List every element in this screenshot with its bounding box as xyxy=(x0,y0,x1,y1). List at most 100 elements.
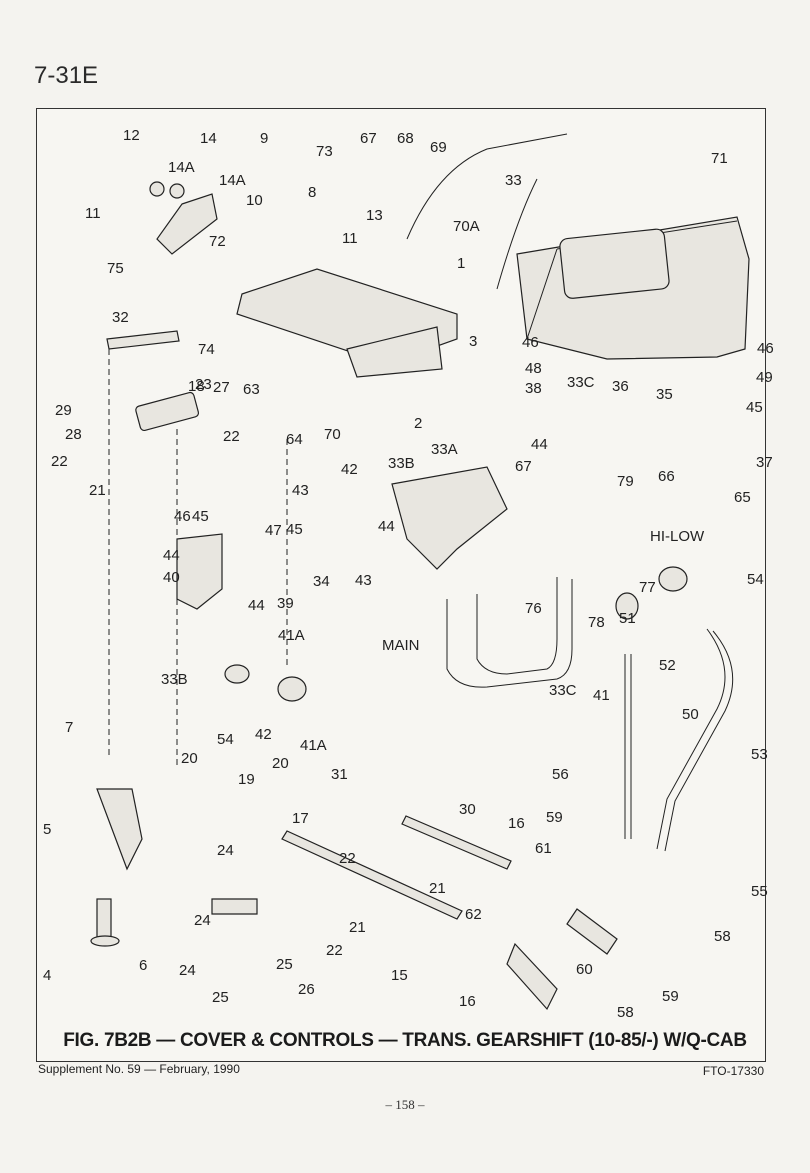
callout: 53 xyxy=(751,746,768,763)
callout: 15 xyxy=(391,967,408,984)
callout: 25 xyxy=(212,989,229,1006)
callout: 60 xyxy=(576,961,593,978)
callout: 1 xyxy=(457,255,465,272)
callout: 73 xyxy=(316,143,333,160)
callout: 68 xyxy=(397,130,414,147)
callout: 35 xyxy=(656,386,673,403)
callout: 14 xyxy=(200,130,217,147)
callout: 62 xyxy=(465,906,482,923)
page-id: 7-31E xyxy=(34,62,99,89)
callout: 33C xyxy=(549,682,577,699)
callout: 58 xyxy=(714,928,731,945)
callout-labels: 1 2 3 4 5 6 7 8 9 10 11 11 12 13 14 14A … xyxy=(43,127,774,1021)
callout: 11 xyxy=(85,205,101,222)
callout: 45 xyxy=(746,399,763,416)
callout: 28 xyxy=(65,426,82,443)
callout: 61 xyxy=(535,840,552,857)
callout: 6 xyxy=(139,957,147,974)
callout: 21 xyxy=(89,482,106,499)
callout: 70A xyxy=(453,218,480,235)
callout: 48 xyxy=(525,360,542,377)
callout: 24 xyxy=(194,912,211,929)
callout: 58 xyxy=(617,1004,634,1021)
callout: 44 xyxy=(378,518,395,535)
callout: MAIN xyxy=(382,637,420,654)
callout: 14A xyxy=(168,159,195,176)
callout: 24 xyxy=(217,842,234,859)
callout: 54 xyxy=(747,571,764,588)
callout: 76 xyxy=(525,600,542,617)
callout: 10 xyxy=(246,192,263,209)
exploded-parts-diagram: 1 2 3 4 5 6 7 8 9 10 11 11 12 13 14 14A … xyxy=(43,127,774,1021)
callout: 11 xyxy=(342,230,358,247)
callout: 69 xyxy=(430,139,447,156)
callout: 36 xyxy=(612,378,629,395)
callout: 59 xyxy=(546,809,563,826)
callout: 56 xyxy=(552,766,569,783)
callout: 41A xyxy=(300,737,327,754)
callout: 8 xyxy=(308,184,316,201)
diagram-frame: 1 2 3 4 5 6 7 8 9 10 11 11 12 13 14 14A … xyxy=(36,108,774,1062)
callout: 33B xyxy=(388,455,415,472)
callout: 22 xyxy=(326,942,343,959)
callout: 54 xyxy=(217,731,234,748)
callout: 16 xyxy=(459,993,476,1010)
page-number: – 158 – xyxy=(385,1097,425,1112)
callout: 24 xyxy=(179,962,196,979)
callout: 63 xyxy=(243,381,260,398)
callout: 44 xyxy=(163,547,180,564)
callout: 38 xyxy=(525,380,542,397)
callout: 33 xyxy=(505,172,522,189)
callout: 33B xyxy=(161,671,188,688)
callout: 5 xyxy=(43,821,51,838)
figure-code: FTO-17330 xyxy=(702,1064,764,1078)
callout: 19 xyxy=(238,771,255,788)
shift-lever-main xyxy=(656,628,726,850)
callout: 7 xyxy=(65,719,73,736)
callout: 43 xyxy=(355,572,372,589)
callout: 44 xyxy=(531,436,548,453)
callout: 67 xyxy=(515,458,532,475)
callout: 78 xyxy=(588,614,605,631)
callout: 34 xyxy=(313,573,330,590)
callout: 45 xyxy=(286,521,303,538)
callout: 2 xyxy=(414,415,422,432)
callout: 17 xyxy=(292,810,309,827)
callout: 79 xyxy=(617,473,634,490)
callout: 22 xyxy=(51,453,68,470)
callout: 14A xyxy=(219,172,246,189)
callout: 74 xyxy=(198,341,215,358)
callout: 46 xyxy=(174,508,191,525)
callout: 42 xyxy=(255,726,272,743)
callout: 18 xyxy=(188,378,205,395)
callout: 71 xyxy=(711,150,728,167)
callout: 29 xyxy=(55,402,72,419)
callout: 55 xyxy=(751,883,768,900)
callout: 13 xyxy=(366,207,383,224)
callout: 30 xyxy=(459,801,476,818)
callout: 32 xyxy=(112,309,129,326)
callout: 25 xyxy=(276,956,293,973)
callout: 21 xyxy=(349,919,366,936)
callout: 49 xyxy=(756,369,773,386)
callout: 22 xyxy=(223,428,240,445)
callout: HI-LOW xyxy=(650,528,705,545)
callout: 44 xyxy=(248,597,265,614)
callout: 16 xyxy=(508,815,525,832)
callout: 3 xyxy=(469,333,477,350)
callout: 26 xyxy=(298,981,315,998)
callout: 65 xyxy=(734,489,751,506)
callout: 70 xyxy=(324,426,341,443)
callout: 9 xyxy=(260,130,268,147)
callout: 67 xyxy=(360,130,377,147)
callout: 72 xyxy=(209,233,226,250)
callout: 50 xyxy=(682,706,699,723)
callout: 39 xyxy=(277,595,294,612)
callout: 27 xyxy=(213,379,230,396)
callout: 12 xyxy=(123,127,140,144)
callout: 46 xyxy=(522,334,539,351)
callout: 33C xyxy=(567,374,595,391)
callout: 66 xyxy=(658,468,675,485)
callout: 23 xyxy=(195,376,212,393)
callout: 64 xyxy=(286,431,303,448)
